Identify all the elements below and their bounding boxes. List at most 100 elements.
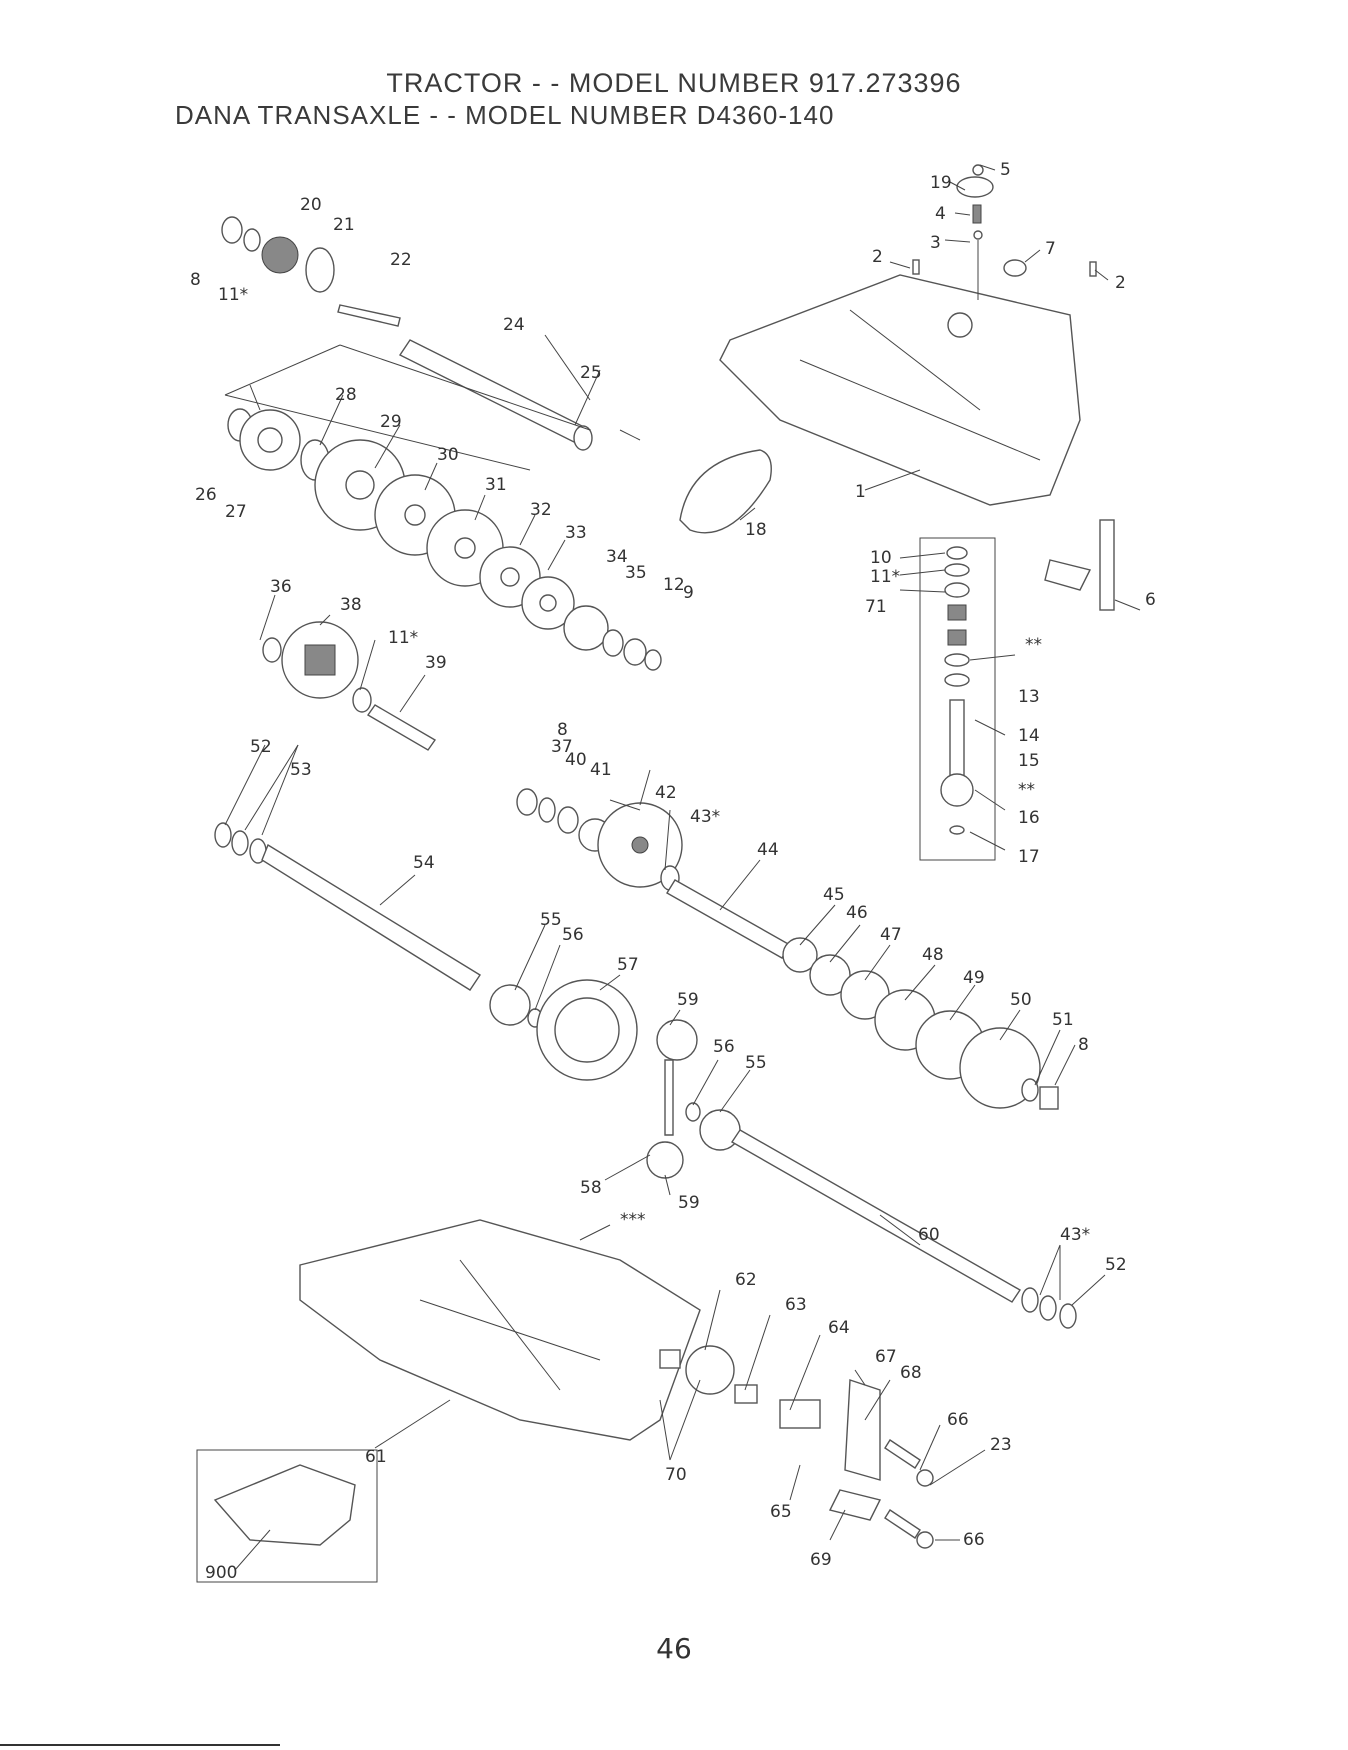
callout-55a: 55 xyxy=(540,910,562,930)
callout-27: 27 xyxy=(225,502,247,522)
callout-17: 17 xyxy=(1018,847,1040,867)
note-triple-asterisk: *** xyxy=(620,1210,646,1230)
callout-41: 41 xyxy=(590,760,612,780)
callout-18: 18 xyxy=(745,520,767,540)
callout-3: 3 xyxy=(930,233,941,253)
callout-20: 20 xyxy=(300,195,322,215)
callout-52a: 52 xyxy=(250,737,272,757)
leader-lines xyxy=(224,164,1141,1541)
callout-4: 4 xyxy=(935,204,946,224)
callout-51: 51 xyxy=(1052,1010,1074,1030)
callout-11c: 11* xyxy=(870,567,900,587)
callout-9: 9 xyxy=(683,583,694,603)
callout-54: 54 xyxy=(413,853,435,873)
callout-70: 70 xyxy=(665,1465,687,1485)
differential-assembly xyxy=(536,979,741,1179)
callout-12: 12 xyxy=(663,575,685,595)
footer-rule xyxy=(0,1744,280,1746)
callout-31: 31 xyxy=(485,475,507,495)
callout-1: 1 xyxy=(855,482,866,502)
callout-42: 42 xyxy=(655,783,677,803)
callout-10: 10 xyxy=(870,548,892,568)
callout-40: 40 xyxy=(565,750,587,770)
callout-33: 33 xyxy=(565,523,587,543)
gear-stack-26-35 xyxy=(227,408,662,671)
callout-67: 67 xyxy=(875,1347,897,1367)
callout-11a: 11* xyxy=(218,285,248,305)
callout-56a: 56 xyxy=(562,925,584,945)
callout-61: 61 xyxy=(365,1447,387,1467)
callout-36: 36 xyxy=(270,577,292,597)
callout-46: 46 xyxy=(846,903,868,923)
callout-45: 45 xyxy=(823,885,845,905)
callout-62: 62 xyxy=(735,1270,757,1290)
callout-8b: 8 xyxy=(557,720,568,740)
callout-68: 68 xyxy=(900,1363,922,1383)
callout-64: 64 xyxy=(828,1318,850,1338)
brake-assembly xyxy=(659,1345,934,1549)
tractor-model-title: TRACTOR - - MODEL NUMBER 917.273396 xyxy=(386,68,962,98)
callout-37: 37 xyxy=(551,737,573,757)
callout-7: 7 xyxy=(1045,239,1056,259)
callout-59a: 59 xyxy=(677,990,699,1010)
callout-900: 900 xyxy=(205,1563,237,1583)
callout-2b: 2 xyxy=(1115,273,1126,293)
callout-26: 26 xyxy=(195,485,217,505)
callout-47: 47 xyxy=(880,925,902,945)
upper-housing xyxy=(719,274,1081,506)
callout-58: 58 xyxy=(580,1178,602,1198)
callout-34: 34 xyxy=(606,547,628,567)
callout-59b: 59 xyxy=(678,1193,700,1213)
callout-50: 50 xyxy=(1010,990,1032,1010)
gear-stack-37-43 xyxy=(516,788,683,891)
callout-43b: 43* xyxy=(1060,1225,1090,1245)
callout-48: 48 xyxy=(922,945,944,965)
callout-30: 30 xyxy=(437,445,459,465)
callout-19: 19 xyxy=(930,173,952,193)
transaxle-model-title: DANA TRANSAXLE - - MODEL NUMBER D4360-14… xyxy=(175,100,835,130)
callout-35: 35 xyxy=(625,563,647,583)
callout-44: 44 xyxy=(757,840,779,860)
callout-16: 16 xyxy=(1018,808,1040,828)
callout-65: 65 xyxy=(770,1502,792,1522)
callout-28: 28 xyxy=(335,385,357,405)
callout-labels: 1 2 2 3 4 5 6 7 8 8 8 9 10 11* 11* 11* 1… xyxy=(190,160,1156,1583)
callout-43a: 43* xyxy=(690,807,720,827)
callout-66b: 66 xyxy=(963,1530,985,1550)
callout-21: 21 xyxy=(333,215,355,235)
callout-6: 6 xyxy=(1145,590,1156,610)
callout-2a: 2 xyxy=(872,247,883,267)
callout-13: 13 xyxy=(1018,687,1040,707)
callout-63: 63 xyxy=(785,1295,807,1315)
callout-55b: 55 xyxy=(745,1053,767,1073)
lower-housing xyxy=(299,1219,701,1441)
callout-39: 39 xyxy=(425,653,447,673)
callout-69: 69 xyxy=(810,1550,832,1570)
input-shaft-assembly xyxy=(221,216,593,471)
complete-transaxle-inset xyxy=(196,1449,378,1583)
callout-8a: 8 xyxy=(190,270,201,290)
callout-5: 5 xyxy=(1000,160,1011,180)
drive-chain xyxy=(679,449,772,534)
callout-52b: 52 xyxy=(1105,1255,1127,1275)
callout-29: 29 xyxy=(380,412,402,432)
callout-57: 57 xyxy=(617,955,639,975)
shifter-parts xyxy=(912,164,1115,611)
callout-11b: 11* xyxy=(388,628,418,648)
callout-23: 23 xyxy=(990,1435,1012,1455)
note-double-asterisk-b: ** xyxy=(1018,780,1035,800)
callout-8c: 8 xyxy=(1078,1035,1089,1055)
note-double-asterisk-a: ** xyxy=(1025,635,1042,655)
countershaft-44 xyxy=(666,879,1059,1110)
callout-24: 24 xyxy=(503,315,525,335)
callout-49: 49 xyxy=(963,968,985,988)
axle-shaft-54 xyxy=(214,822,543,1028)
callout-25: 25 xyxy=(580,363,602,383)
callout-22: 22 xyxy=(390,250,412,270)
callout-53: 53 xyxy=(290,760,312,780)
brake-shaft-subassembly xyxy=(919,537,996,861)
callout-14: 14 xyxy=(1018,726,1040,746)
page-number: 46 xyxy=(656,1632,692,1665)
callout-60: 60 xyxy=(918,1225,940,1245)
